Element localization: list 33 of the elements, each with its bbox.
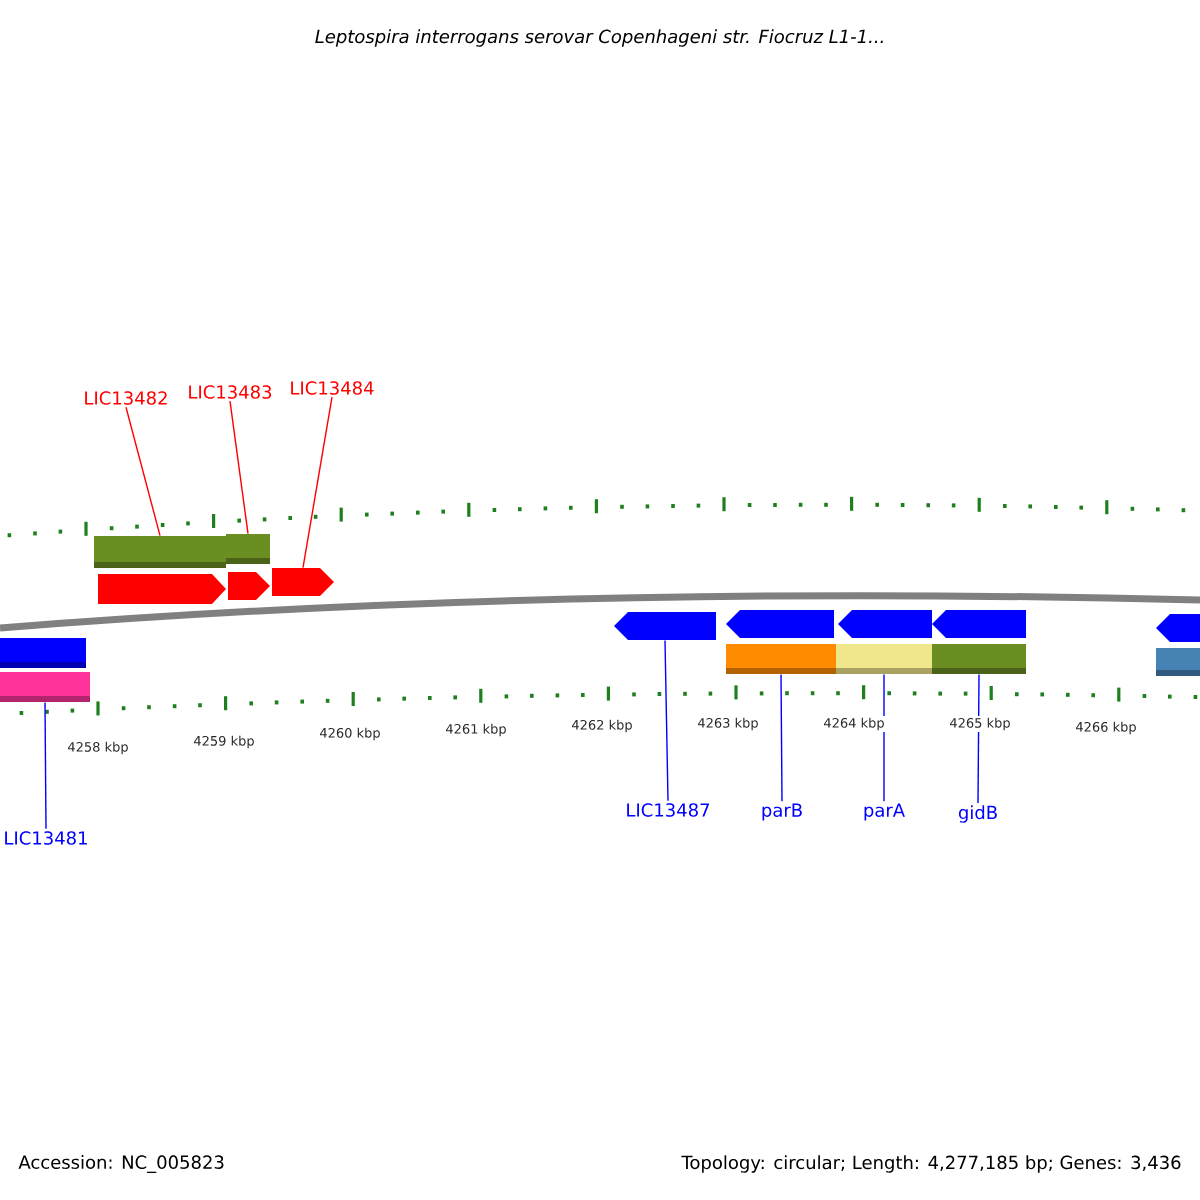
- leader-line: [44, 701, 47, 830]
- leader-line: [780, 673, 783, 802]
- leader-line: [229, 400, 249, 535]
- gene-bar: [1156, 648, 1200, 676]
- leader-line: [302, 396, 333, 569]
- gene-label: LIC13487: [627, 803, 710, 817]
- gene-bar: [0, 638, 86, 668]
- gene-label: parA: [864, 803, 905, 821]
- accession-text: Accession: NC_005823: [18, 1155, 224, 1173]
- gene-bar: [226, 534, 270, 564]
- gene-block: [1156, 614, 1200, 642]
- gene-block: [614, 612, 716, 640]
- gene-label: LIC13483: [189, 385, 272, 399]
- gene-block: [838, 610, 932, 638]
- leader-line: [883, 673, 885, 802]
- gene-bar: [836, 644, 932, 674]
- genome-info-text: Topology: circular; Length: 4,277,185 bp; Genes: 3,436: [681, 1155, 1181, 1173]
- gene-bar: [726, 644, 836, 674]
- gene-block: [726, 610, 834, 638]
- gene-label: LIC13481: [5, 831, 87, 845]
- gene-bar: [932, 644, 1026, 674]
- leader-line: [125, 406, 161, 537]
- gene-label: LIC13482: [85, 391, 167, 405]
- leader-line: [664, 639, 669, 802]
- leader-line: [977, 673, 980, 804]
- gene-label: LIC13484: [291, 381, 374, 395]
- gene-block: [228, 572, 270, 600]
- gene-bar: [0, 672, 90, 702]
- gene-block: [932, 610, 1026, 638]
- title: Leptospira interrogans serovar Copenhageni str. Fiocruz L1-1...: [315, 29, 883, 47]
- gene-label: parB: [762, 803, 802, 821]
- gene-label: gidB: [958, 805, 997, 823]
- gene-block: [272, 568, 334, 596]
